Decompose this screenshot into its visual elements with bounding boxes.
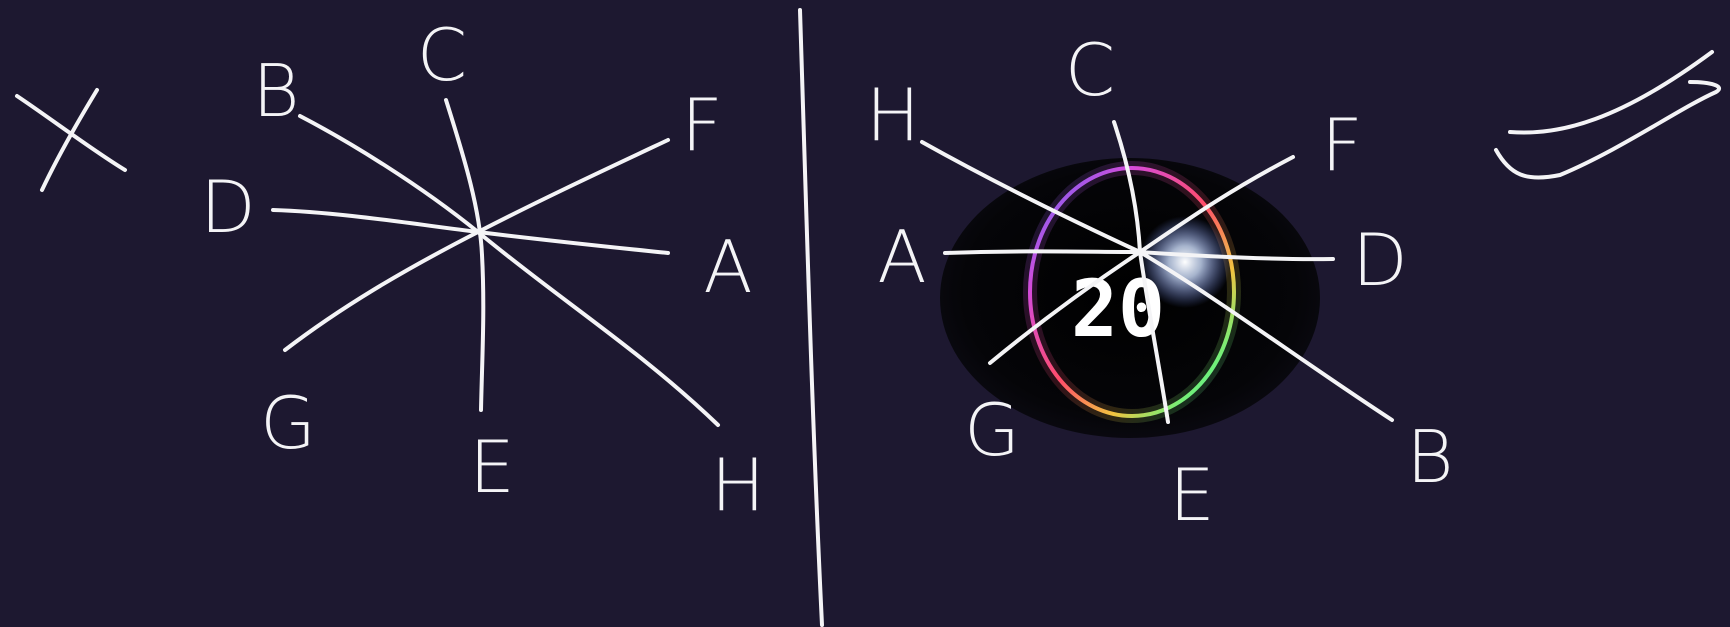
right-label-a: A <box>877 215 926 299</box>
left-label-c: C <box>417 13 467 97</box>
left-line-d-a <box>273 210 668 253</box>
right-label-h: H <box>866 73 920 157</box>
x-mark-icon <box>17 90 125 190</box>
check-mark-icon <box>1496 52 1719 178</box>
left-label-g: G <box>260 381 316 465</box>
right-label-c: C <box>1065 28 1115 112</box>
left-label-f: F <box>681 83 722 167</box>
left-diagram: B C F D A G E H <box>200 13 765 527</box>
left-label-a: A <box>703 225 752 309</box>
left-line-c-e <box>446 100 483 410</box>
right-label-b: B <box>1406 415 1453 499</box>
vertical-divider <box>800 10 822 625</box>
right-label-d: D <box>1352 218 1407 302</box>
right-label-e: E <box>1169 453 1215 537</box>
left-label-h: H <box>711 443 765 527</box>
left-label-d: D <box>200 165 255 249</box>
left-label-b: B <box>252 49 299 133</box>
right-label-f: F <box>1321 103 1362 187</box>
right-label-g: G <box>964 388 1020 472</box>
left-label-e: E <box>469 425 515 509</box>
left-line-b-h <box>300 116 718 425</box>
